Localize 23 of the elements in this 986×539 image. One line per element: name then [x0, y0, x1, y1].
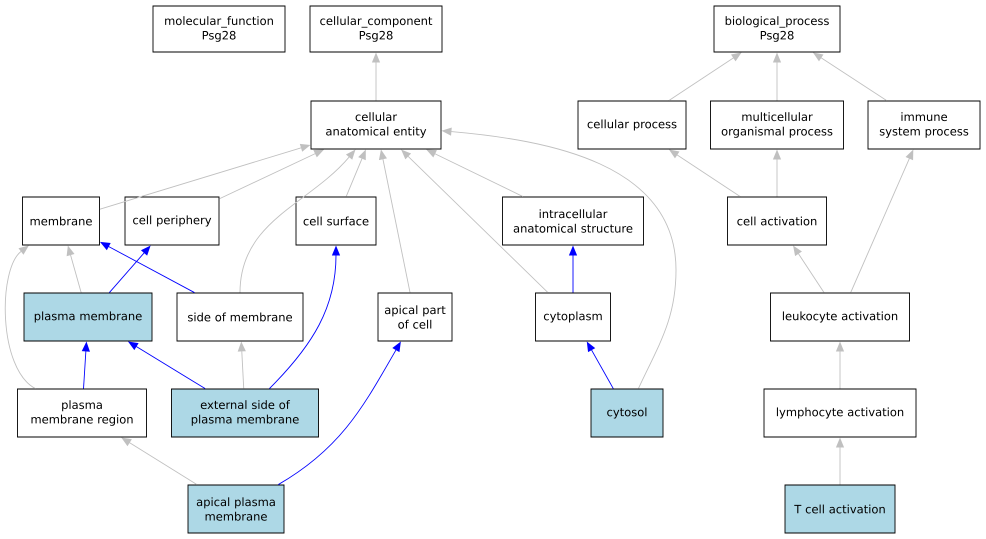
term-box: apical plasma membrane [188, 484, 284, 534]
term-box: T cell activation [784, 484, 896, 534]
term-box: cellular_component Psg28 [310, 6, 442, 52]
term-box: multicellular organismal process [710, 100, 844, 150]
term-box: cell activation [727, 196, 827, 246]
term-box: immune system process [868, 100, 980, 150]
term-box: plasma membrane [24, 292, 152, 342]
term-box: membrane [22, 196, 100, 246]
term-box: biological_process Psg28 [714, 6, 840, 52]
term-box: cellular anatomical entity [310, 100, 442, 150]
term-box: apical part of cell [378, 292, 452, 342]
term-box: plasma membrane region [17, 388, 147, 438]
term-box: intracellular anatomical structure [502, 196, 644, 246]
term-box: cytosol [590, 388, 664, 438]
term-box: leukocyte activation [770, 292, 910, 342]
term-box: cell periphery [124, 196, 220, 246]
term-box: cell surface [296, 196, 376, 246]
term-box: cytoplasm [535, 292, 611, 342]
term-box: molecular_function Psg28 [152, 6, 286, 52]
term-box: lymphocyte activation [764, 388, 916, 438]
term-box: cellular process [578, 100, 686, 150]
term-box: external side of plasma membrane [171, 388, 319, 438]
term-box: side of membrane [176, 292, 304, 342]
